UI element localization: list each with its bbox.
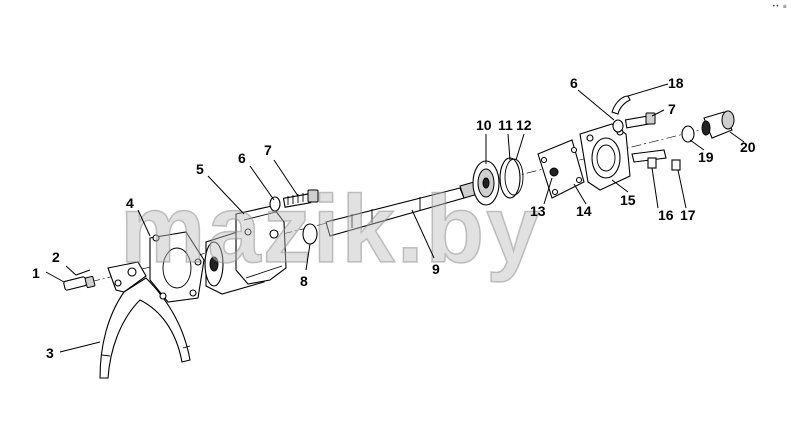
- part-15-cover: [579, 123, 631, 191]
- part-18-pipe: [611, 95, 631, 115]
- callout-3: 3: [46, 345, 54, 361]
- callout-4: 4: [126, 195, 134, 211]
- callout-5: 5: [196, 161, 204, 177]
- part-16-17-fitting: [631, 149, 681, 171]
- callout-17: 17: [680, 207, 696, 223]
- part-6-washer-right: [612, 119, 624, 133]
- part-14-plate: [537, 139, 585, 199]
- callout-1: 1: [32, 265, 40, 281]
- part-3-shift-fork: [99, 261, 191, 379]
- callout-11: 11: [498, 117, 513, 133]
- part-7-bolt-right: [624, 112, 656, 129]
- callout-13: 13: [530, 203, 546, 219]
- callout-8: 8: [300, 273, 308, 289]
- callout-16: 16: [658, 207, 674, 223]
- part-10-gear: [472, 160, 500, 206]
- leader-lines: [45, 83, 745, 353]
- part-20-sensor: [701, 110, 735, 139]
- part-4-gasket: [149, 231, 205, 303]
- callout-7-left: 7: [264, 142, 272, 158]
- callout-18: 18: [668, 75, 684, 91]
- callout-15: 15: [620, 192, 636, 208]
- part-9-shaft: [325, 181, 479, 237]
- corner-mark: •• ≡: [772, 3, 787, 10]
- callout-6-left: 6: [238, 150, 246, 166]
- callout-labels: 1 2 3 4 5 6 7 8 9 10 11 12 13 14 15 16 1…: [32, 75, 756, 361]
- callout-20: 20: [740, 139, 756, 155]
- watermark-text: mazik.by: [120, 176, 542, 283]
- part-5-housing: [204, 205, 287, 295]
- part-7-bolt: [282, 189, 319, 208]
- callout-2: 2: [52, 249, 60, 265]
- callout-12: 12: [516, 117, 532, 133]
- callout-6-right: 6: [570, 75, 578, 91]
- callout-19: 19: [698, 149, 714, 165]
- part-19-o-ring: [681, 125, 695, 143]
- callout-14: 14: [576, 203, 592, 219]
- part-1-bolt: [63, 275, 96, 291]
- part-6-washer: [269, 196, 281, 212]
- callout-7-right: 7: [668, 101, 676, 117]
- part-12-ring: [504, 158, 524, 196]
- callout-9: 9: [432, 261, 440, 277]
- callout-10: 10: [476, 117, 492, 133]
